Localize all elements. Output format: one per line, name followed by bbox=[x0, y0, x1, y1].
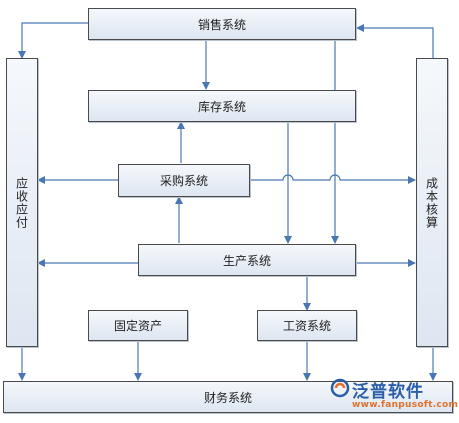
node-purchase-system: 采购系统 bbox=[118, 164, 250, 197]
brand-watermark: 泛普软件 www.fanpusoft.com bbox=[330, 376, 458, 416]
node-fixed-assets: 固定资产 bbox=[88, 310, 188, 341]
brand-name: 泛普软件 bbox=[352, 382, 424, 402]
node-payroll-system: 工资系统 bbox=[257, 310, 357, 341]
brand-logo-icon bbox=[330, 378, 350, 398]
node-receivables-payables: 应收应付 bbox=[6, 58, 38, 347]
node-inventory-system: 库存系统 bbox=[88, 90, 356, 122]
brand-url: www.fanpusoft.com bbox=[352, 400, 459, 410]
node-cost-accounting: 成本核算 bbox=[416, 58, 448, 347]
node-finance-system: 财务系统 bbox=[3, 381, 453, 413]
connector-sales-to-receivables bbox=[18, 22, 88, 59]
connector-purchase-to-cost bbox=[250, 174, 416, 184]
connector-cost-to-sales bbox=[356, 24, 434, 58]
node-sales-system: 销售系统 bbox=[88, 8, 356, 40]
node-production-system: 生产系统 bbox=[138, 244, 356, 276]
